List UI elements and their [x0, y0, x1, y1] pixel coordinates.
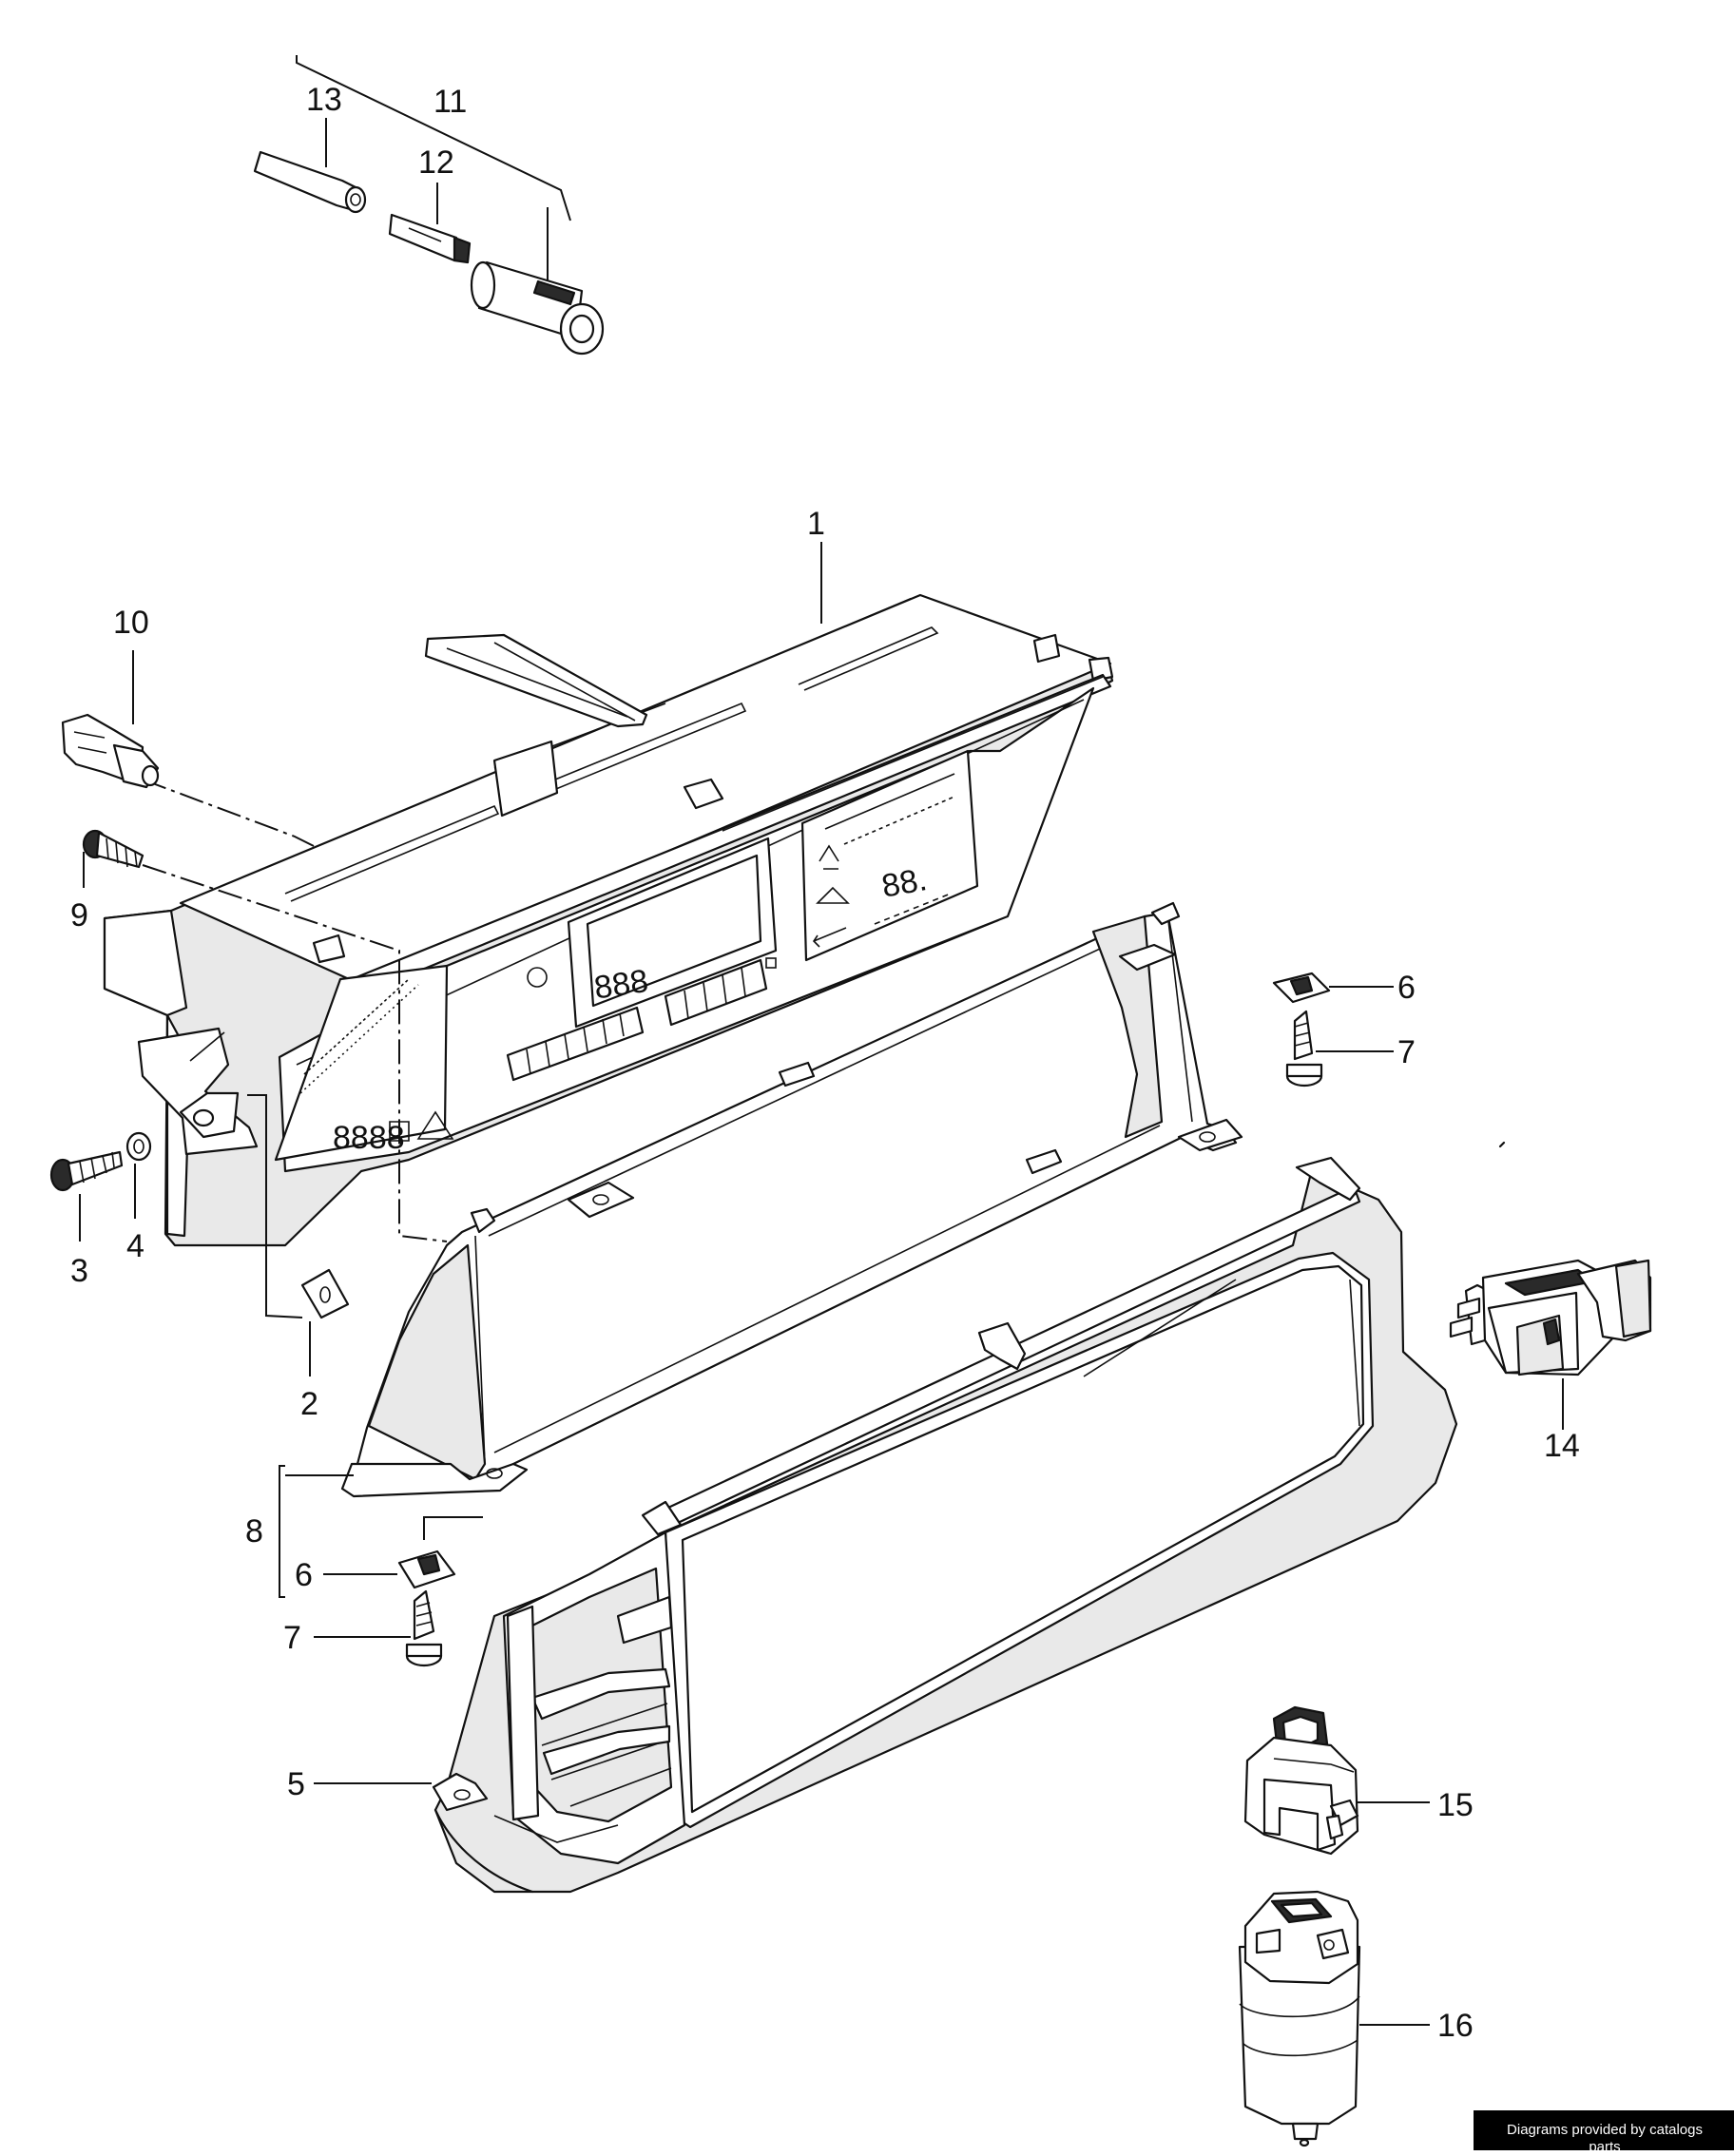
- callout-16: 16: [1437, 2008, 1474, 2044]
- callout-7-right: 7: [1397, 1034, 1416, 1070]
- part-13-bulb: [253, 150, 367, 214]
- callout-1: 1: [807, 506, 825, 542]
- part-3-screw: [49, 1150, 124, 1192]
- part-11-socket: [470, 260, 605, 356]
- callout-10: 10: [113, 605, 149, 641]
- callout-11: 11: [434, 84, 467, 120]
- part-7-screw-left: [405, 1589, 443, 1667]
- callout-labels: 1 2 3 4 5 6 6 7 7 8 9 10 11 12 13 14 15 …: [70, 82, 1580, 2044]
- stray-mark: [1498, 1141, 1506, 1148]
- part-7-screw-right: [1285, 1010, 1323, 1088]
- part-16-switch: [1238, 1890, 1361, 2147]
- callout-2: 2: [300, 1386, 318, 1422]
- callout-9: 9: [70, 897, 88, 934]
- part-6-nut-left: [397, 1550, 456, 1589]
- align-line-10: [142, 779, 315, 847]
- callout-6-right: 6: [1397, 970, 1416, 1006]
- callout-5: 5: [287, 1766, 305, 1802]
- credit-banner: Diagrams provided by catalogs parts: [1474, 2110, 1734, 2155]
- part-14-switch: [1449, 1259, 1652, 1376]
- bracket-8: [279, 1465, 285, 1598]
- callout-12: 12: [418, 144, 454, 181]
- callout-7-left: 7: [283, 1620, 301, 1656]
- align-line-2: [247, 1094, 303, 1319]
- callout-3: 3: [70, 1253, 88, 1289]
- part-1-instrument-cluster: 8888 888 88.: [103, 593, 1114, 1247]
- part-9-screw: [82, 829, 144, 869]
- callout-15: 15: [1437, 1787, 1474, 1823]
- part-2-clip: [300, 1268, 350, 1319]
- bracket-11: [296, 55, 571, 221]
- part-6-nut-right: [1272, 972, 1331, 1004]
- part-12-bulb: [388, 213, 472, 264]
- callout-4: 4: [126, 1228, 144, 1264]
- part-8-frame: [340, 901, 1243, 1498]
- bulb-holder-set: [253, 55, 605, 356]
- part-4-washer: [125, 1131, 152, 1162]
- part-10-lamp-socket: [61, 713, 160, 789]
- callout-13: 13: [306, 82, 342, 118]
- callout-14: 14: [1544, 1428, 1580, 1464]
- callout-6-left: 6: [295, 1557, 313, 1593]
- right-display: 88.: [800, 749, 979, 962]
- callout-8: 8: [245, 1513, 263, 1550]
- left-panel-readout: 8888: [333, 1120, 405, 1156]
- right-display-readout: 88.: [879, 861, 930, 905]
- align-line-9: [142, 864, 448, 1242]
- center-display: 888: [506, 837, 778, 1082]
- part-15-switch: [1243, 1705, 1359, 1856]
- center-display-digits: 888: [592, 963, 650, 1007]
- part-5-cover: [432, 1156, 1458, 1894]
- leader-8-sub: [423, 1516, 483, 1540]
